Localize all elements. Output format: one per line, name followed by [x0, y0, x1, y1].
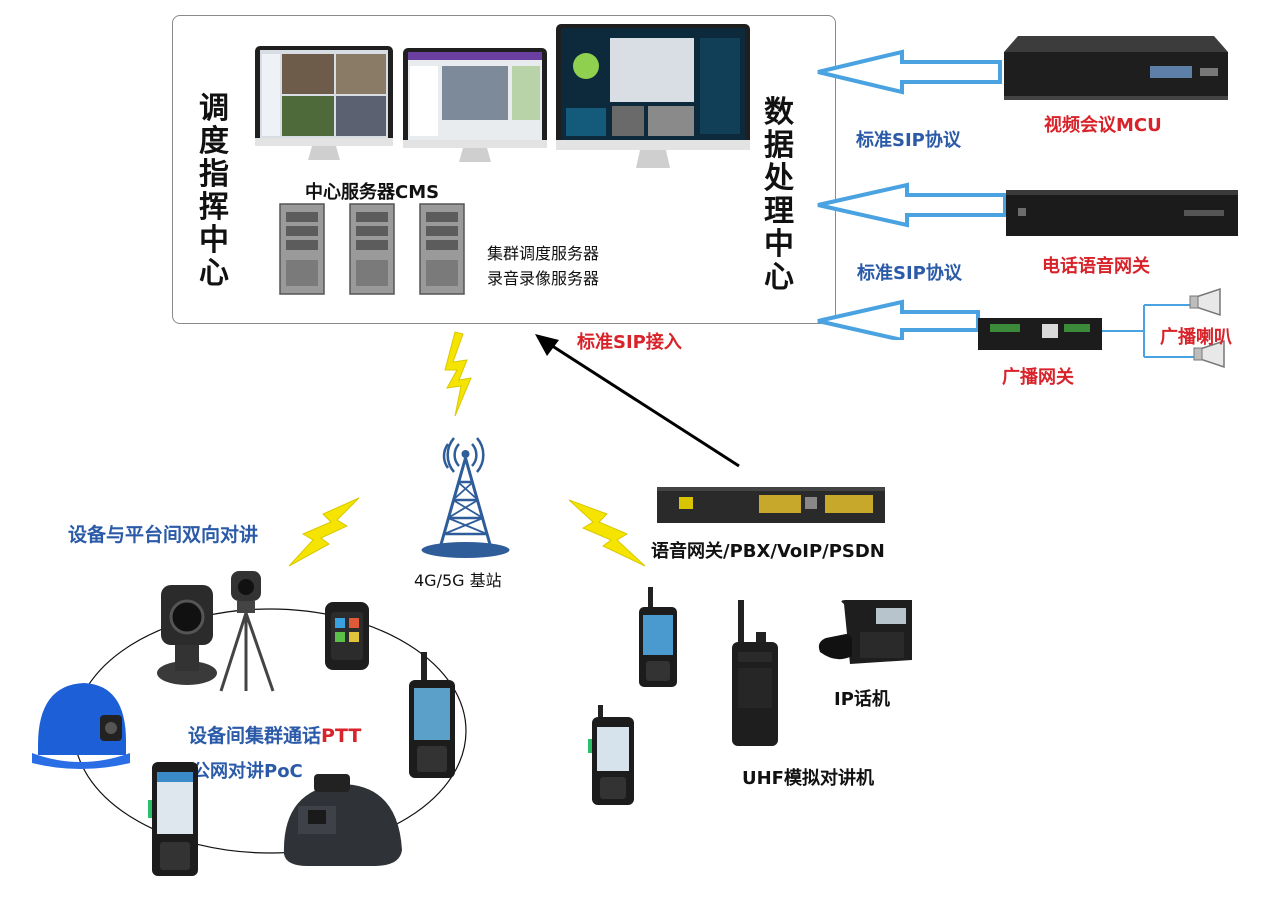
poc-label: 公网对讲PoC — [192, 761, 303, 782]
lightning-icon — [568, 499, 646, 567]
monitor-group — [255, 24, 750, 168]
broadcast-gateway-icon — [978, 318, 1102, 350]
server-icon — [279, 203, 325, 295]
poc-phone-radio-icon — [148, 762, 198, 876]
body-camera-icon — [325, 602, 369, 670]
tactical-helmet-icon — [283, 774, 402, 866]
tripod-camera-icon — [219, 571, 275, 692]
sip-label-1: 标准SIP协议 — [856, 130, 961, 151]
server-label-1: 集群调度服务器 — [487, 244, 600, 263]
uhf-radio-icon — [732, 600, 778, 746]
horn-speaker-icon — [1193, 339, 1225, 369]
arrow-head-icon — [535, 334, 559, 356]
base-station-tower-icon — [421, 437, 510, 558]
poc-radio-icon — [639, 587, 677, 687]
server-icon — [419, 203, 465, 295]
phone-gateway-icon — [1006, 190, 1238, 236]
ip-phone-icon — [818, 600, 912, 664]
base-station-label: 4G/5G 基站 — [414, 571, 502, 590]
mcu-label: 视频会议MCU — [1044, 115, 1162, 136]
ip-phone-label: IP话机 — [834, 689, 890, 710]
speaker-group — [1102, 287, 1225, 369]
arrow-left-icon — [817, 299, 980, 340]
data-center-title: 数据处理中心 — [764, 95, 794, 295]
monitor-icon — [556, 24, 750, 168]
server-icon — [349, 203, 395, 295]
poc-phone-radio-icon — [588, 705, 634, 805]
smart-helmet-icon — [32, 683, 130, 769]
server-group — [279, 203, 465, 295]
uhf-label: UHF模拟对讲机 — [742, 768, 874, 789]
monitor-icon — [255, 46, 393, 160]
sip-arrows — [817, 49, 1007, 340]
voice-gateway-label: 语音网关/PBX/VoIP/PSDN — [651, 541, 885, 562]
arrow-left-icon — [817, 182, 1007, 228]
ptz-camera-group — [157, 571, 275, 692]
mcu-device-icon — [1004, 36, 1228, 100]
lightning-icon — [444, 331, 472, 417]
two-way-label: 设备与平台间双向对讲 — [68, 524, 259, 546]
ptz-camera-icon — [157, 585, 217, 685]
monitor-icon — [403, 48, 547, 162]
broadcast-gateway-label: 广播网关 — [1002, 367, 1074, 388]
arrow-left-icon — [817, 49, 1002, 95]
server-label-2: 录音录像服务器 — [487, 269, 600, 288]
voice-gateway-device-icon — [657, 487, 885, 523]
cms-label: 中心服务器CMS — [305, 182, 440, 203]
poc-radio-icon — [409, 652, 455, 778]
ptt-label: 设备间集群通话PTT — [188, 725, 362, 747]
horn-speaker-icon — [1189, 287, 1221, 317]
lightning-icon — [288, 497, 360, 567]
speaker-label: 广播喇叭 — [1160, 327, 1232, 348]
sip-label-2: 标准SIP协议 — [857, 263, 962, 284]
sip-access-arrow — [535, 334, 740, 468]
dispatch-center-title: 调度指挥中心 — [199, 91, 229, 291]
sip-access-label: 标准SIP接入 — [577, 332, 682, 353]
phone-gateway-label: 电话语音网关 — [1042, 256, 1150, 277]
